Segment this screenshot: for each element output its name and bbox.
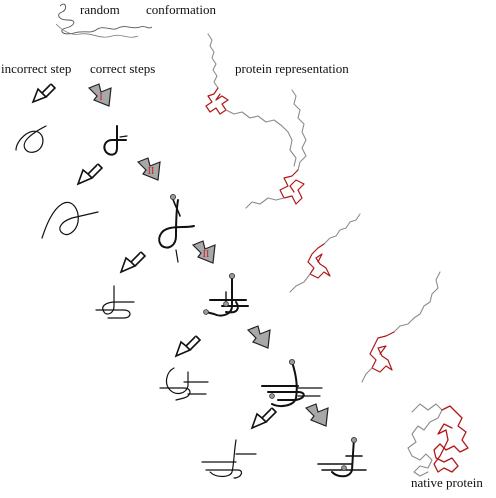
terminus-dot-5b (341, 465, 347, 471)
protein-1-backbone-2 (225, 109, 297, 167)
knot-correct-2-tail (175, 249, 179, 263)
incorrect-arrow-3-stem (134, 251, 147, 267)
protein-3-knot (307, 243, 331, 279)
terminus-dot-3b (223, 301, 229, 307)
terminus-dot-4a (288, 358, 295, 365)
knot-incorrect-3-b (95, 309, 131, 319)
incorrect-arrow-1-stem (45, 83, 57, 98)
incorrect-arrow-5 (250, 407, 273, 430)
knot-correct-1 (103, 125, 127, 156)
protein-2-knot (279, 169, 305, 205)
protein-1-backbone (207, 33, 219, 89)
random-conformation-strand (58, 3, 153, 35)
incorrect-arrow-4 (174, 335, 197, 358)
terminus-dot-3c (203, 309, 209, 315)
protein-2-backbone (291, 89, 307, 171)
terminus-dot-3a (228, 272, 235, 279)
knot-incorrect-4-b (159, 381, 209, 401)
label-correct-steps: correct steps (90, 61, 156, 76)
label-native-protein: native protein (411, 475, 483, 490)
knot-correct-3 (205, 275, 233, 317)
incorrect-arrow-2-stem (91, 163, 104, 179)
incorrect-arrow-3 (119, 251, 142, 274)
knot-correct-1-tail (119, 135, 128, 138)
step-mark-3: II (203, 249, 210, 260)
step-mark-2: II (148, 166, 155, 177)
label-incorrect-step: incorrect step (1, 61, 72, 76)
protein-3-backbone-2 (289, 273, 311, 293)
knot-incorrect-2 (41, 201, 99, 239)
knot-incorrect-5 (209, 439, 237, 478)
correct-arrow-5 (304, 403, 329, 427)
knot-correct-4-b (261, 385, 305, 401)
label-random: random (80, 2, 120, 17)
terminus-dot-5a (350, 436, 357, 443)
terminus-dot-2 (169, 193, 176, 200)
knot-incorrect-4 (165, 367, 189, 395)
terminus-dot-4b (269, 393, 275, 399)
random-conformation-strand-2 (55, 23, 139, 38)
incorrect-arrow-4-stem (189, 335, 202, 351)
protein-4-backbone (393, 271, 441, 333)
correct-arrow-4 (246, 325, 271, 349)
protein-4-knot (369, 331, 395, 373)
label-protein-representation: protein representation (235, 61, 349, 76)
incorrect-arrow-1 (31, 83, 52, 104)
protein-1-knot (205, 87, 229, 115)
knot-correct-3-b (209, 299, 249, 314)
knot-correct-4-c (297, 387, 323, 397)
knot-correct-4 (271, 361, 298, 407)
knot-incorrect-5-b (201, 453, 257, 479)
knot-incorrect-1 (15, 125, 47, 153)
protein-3-backbone (323, 213, 361, 245)
label-conformation: conformation (146, 2, 217, 17)
correct-arrow-3 (191, 240, 216, 264)
incorrect-arrow-5-stem (265, 407, 278, 423)
native-protein-backbone (407, 403, 443, 477)
step-mark-1: I (99, 92, 102, 103)
knot-correct-2 (158, 199, 195, 249)
correct-arrow-1 (87, 83, 112, 107)
correct-arrow-2 (136, 157, 161, 181)
protein-4-backbone-2 (361, 367, 373, 383)
native-protein-knot (433, 405, 469, 473)
protein-2-backbone-2 (245, 197, 285, 209)
incorrect-arrow-2 (76, 163, 99, 186)
